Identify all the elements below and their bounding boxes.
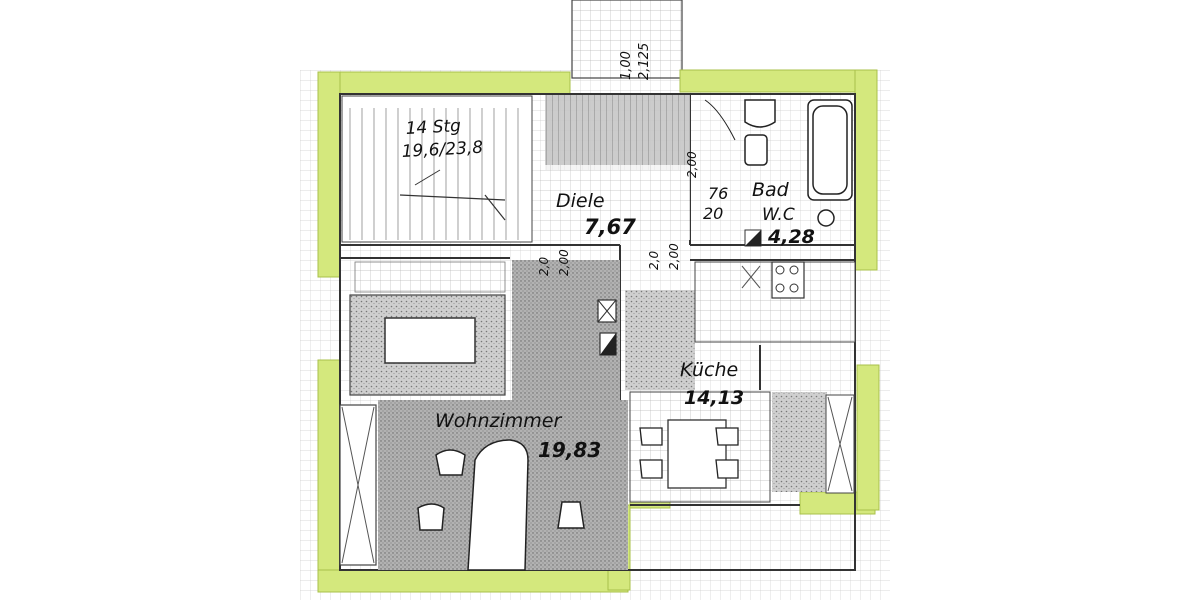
dim-bath-door: 2,00 xyxy=(685,151,699,178)
bath-door-label: 76 xyxy=(708,184,728,203)
dim-top-opening-1: 1,00 xyxy=(619,51,634,80)
stove-block xyxy=(349,261,506,396)
kitchen-name: Küche xyxy=(680,359,738,381)
stairs-label-line1: 14 Stg xyxy=(405,116,461,139)
shaft-symbol xyxy=(597,299,617,356)
hall-name: Diele xyxy=(556,190,605,212)
dim-hall-door-2: 2,00 xyxy=(557,249,571,276)
dim-top-opening-2: 2,125 xyxy=(637,43,652,80)
stairs-label-line2: 19,6/23,8 xyxy=(401,138,484,162)
kitchen-area xyxy=(629,391,855,503)
bath-name: Bad xyxy=(752,179,790,201)
kitchen-counter xyxy=(694,261,856,343)
dimension-labels: 1,00 2,125 2,00 2,0 2,00 2,0 2,00 xyxy=(537,43,699,276)
room-labels: 14 Stg 19,6/23,8 Diele 7,67 76 20 Bad W.… xyxy=(401,116,815,462)
dim-hall-door-4: 2,00 xyxy=(667,243,681,270)
bath-door-label-2: 20 xyxy=(703,204,723,223)
bath-area: 4,28 xyxy=(767,226,815,248)
hall-hatch xyxy=(540,95,690,240)
kitchen-area-label: 14,13 xyxy=(684,387,744,409)
bath-name-2: W.C xyxy=(762,205,795,225)
staircase xyxy=(341,95,533,243)
kitchen-chairs xyxy=(639,427,739,479)
corridor-floor xyxy=(512,260,620,400)
dim-hall-door-1: 2,0 xyxy=(537,257,551,276)
hall-area: 7,67 xyxy=(584,215,636,239)
bath-fixtures xyxy=(704,99,853,227)
top-opening xyxy=(571,0,683,79)
living-area-label: 19,83 xyxy=(538,438,601,462)
dim-hall-door-3: 2,0 xyxy=(647,251,661,270)
corridor-floor-right xyxy=(625,290,695,390)
living-furniture xyxy=(417,439,585,571)
outer-wall-highlight xyxy=(317,69,880,593)
living-name: Wohnzimmer xyxy=(435,410,562,432)
